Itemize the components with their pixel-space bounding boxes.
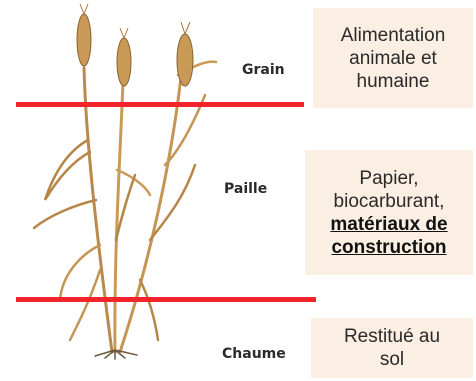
- use-box-grain: Alimentation animale et humaine: [313, 8, 473, 108]
- use-line: humaine: [357, 70, 430, 93]
- use-line-emphasis: matériaux de: [330, 213, 447, 236]
- cut-line-chaume: [16, 297, 316, 302]
- use-line: animale et: [349, 47, 437, 70]
- wheat-ear: [177, 34, 193, 86]
- label-grain: Grain: [242, 62, 285, 78]
- wheat-leaf: [140, 280, 158, 340]
- wheat-roots: [95, 350, 137, 359]
- use-line: biocarburant,: [334, 190, 445, 213]
- wheat-ear: [117, 38, 131, 86]
- use-box-paille: Papier, biocarburant, matériaux de const…: [305, 150, 473, 275]
- use-line-emphasis: construction: [331, 236, 446, 259]
- wheat-stem: [84, 68, 112, 352]
- wheat-leaf: [60, 245, 100, 300]
- wheat-ear: [77, 14, 91, 66]
- label-chaume: Chaume: [222, 346, 286, 362]
- use-line: sol: [380, 348, 404, 371]
- wheat-leaf: [34, 200, 96, 228]
- use-line: Restitué au: [344, 325, 440, 348]
- use-box-chaume: Restitué au sol: [311, 318, 473, 378]
- label-paille: Paille: [224, 181, 267, 197]
- wheat-leaf: [70, 270, 100, 340]
- wheat-leaf: [150, 165, 195, 240]
- use-line: Papier,: [359, 167, 418, 190]
- cut-line-grain: [16, 102, 304, 107]
- use-line: Alimentation: [341, 24, 446, 47]
- wheat-leaf: [45, 140, 90, 200]
